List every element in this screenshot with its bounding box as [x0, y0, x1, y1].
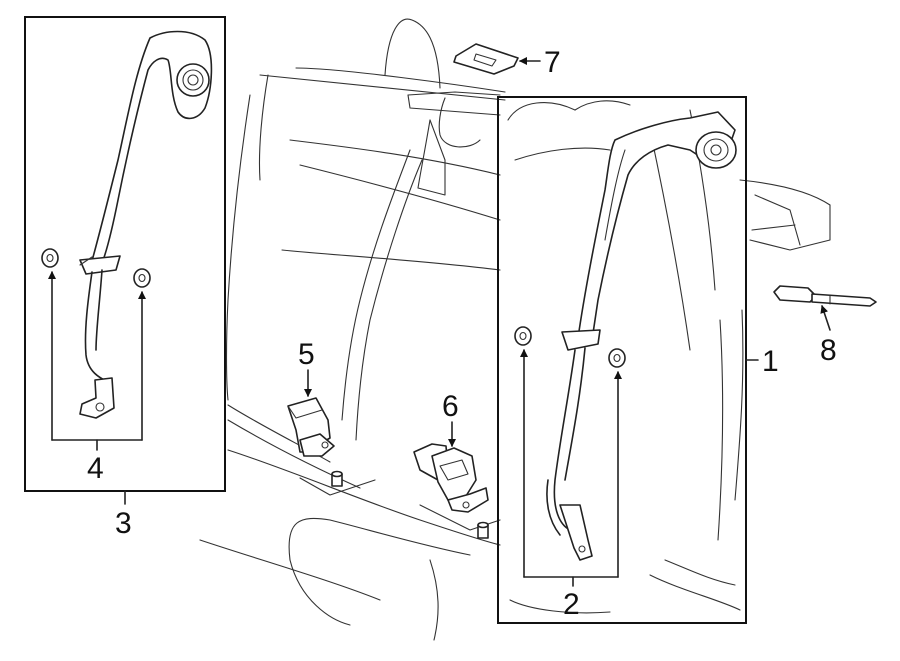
right-washer-1	[514, 326, 532, 346]
right-belt-assembly	[546, 111, 737, 561]
callout-6: 6	[442, 390, 459, 423]
callout-5: 5	[298, 338, 315, 371]
callout-4: 4	[87, 452, 104, 485]
right-washer-2	[608, 348, 626, 368]
guide-8	[773, 285, 877, 307]
buckle-5	[287, 397, 335, 457]
callout-8-arrow	[820, 305, 831, 331]
rear-seat-outline	[199, 18, 831, 641]
left-washer-1	[41, 248, 59, 268]
left-washer-2	[133, 268, 151, 288]
callout-7: 7	[544, 46, 561, 79]
callout-3: 3	[115, 507, 132, 540]
callout-2-bracket	[520, 349, 622, 587]
callout-4-bracket	[48, 271, 146, 451]
bolt-5	[331, 470, 343, 487]
callout-1: 1	[762, 345, 779, 378]
callout-2: 2	[563, 588, 580, 621]
bezel-7	[453, 43, 519, 75]
bolt-6	[477, 521, 489, 539]
left-belt-assembly	[79, 30, 213, 419]
buckle-6	[413, 443, 489, 513]
callout-8: 8	[820, 334, 837, 367]
